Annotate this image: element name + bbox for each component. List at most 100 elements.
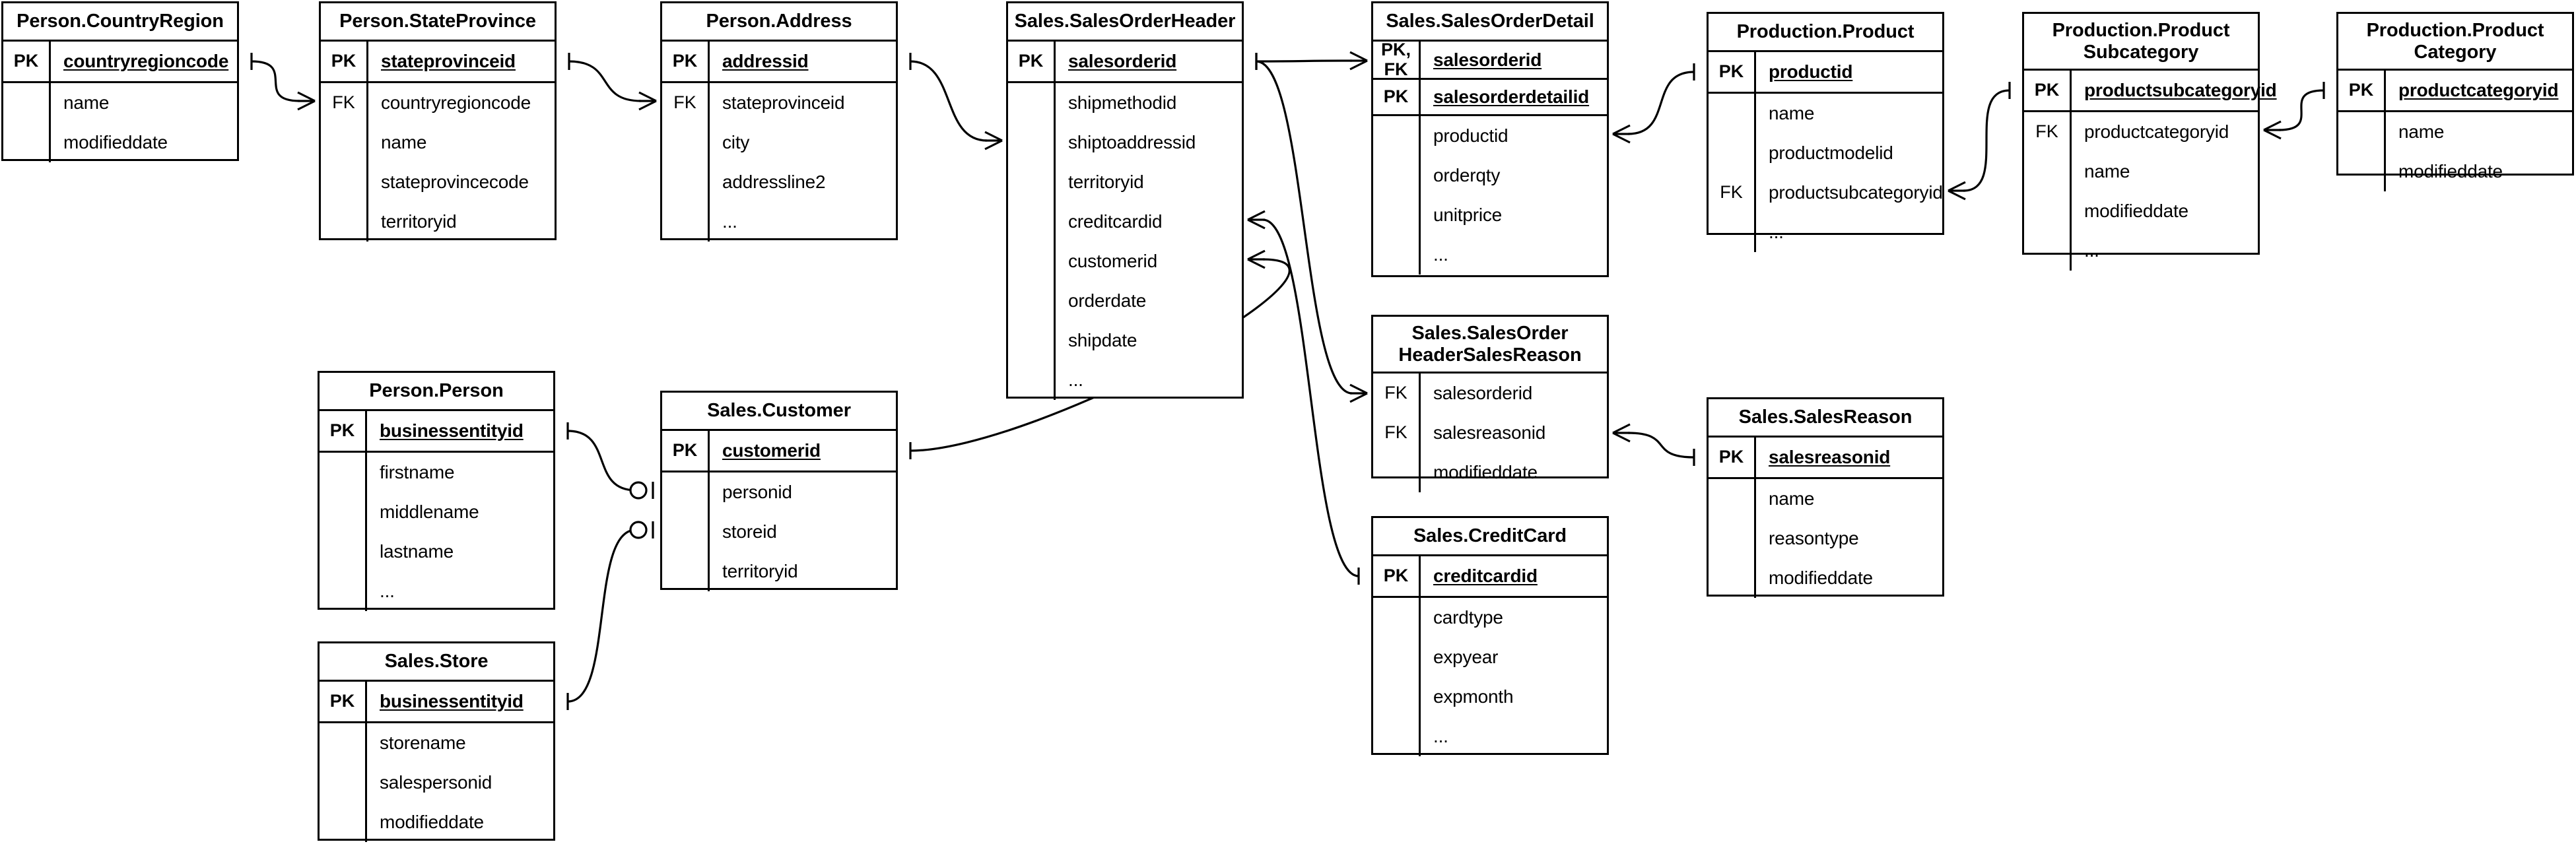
entity-attribute-row: name (1709, 94, 1942, 133)
key-label (1373, 156, 1421, 195)
key-label: PK (320, 682, 367, 721)
entity-attribute-row: modifieddate (2024, 191, 2258, 231)
key-label (320, 571, 367, 611)
key-label: PK (1709, 52, 1756, 92)
cardinality-many-crowsfoot (1948, 181, 1966, 201)
key-label (2024, 152, 2072, 191)
key-label (3, 83, 51, 123)
key-label (1373, 116, 1421, 156)
entity-attribute-row: ... (662, 202, 896, 242)
attribute-name: ... (1068, 370, 1083, 390)
entity-attribute-row: expmonth (1373, 677, 1607, 717)
key-label (1709, 558, 1756, 598)
attribute-name: cardtype (1433, 607, 1503, 628)
key-label: FK (1709, 173, 1756, 212)
entity-title: Person.Address (662, 3, 896, 42)
key-label (1709, 133, 1756, 173)
attribute-name: storeid (722, 521, 777, 542)
cardinality-many-crowsfoot (297, 91, 316, 111)
cardinality-many-crowsfoot (1349, 383, 1368, 403)
entity-attribute-row: stateprovincecode (321, 162, 555, 202)
key-label: PK (1373, 556, 1421, 596)
attribute-name: customerid (722, 440, 821, 461)
attribute-name: shipmethodid (1068, 92, 1177, 113)
entity-pk-row: PK businessentityid (320, 682, 553, 721)
key-label: PK (321, 42, 368, 81)
key-label (320, 492, 367, 532)
entity-attribute-row: shipdate (1008, 321, 1242, 360)
entity-title: Person.Person (320, 373, 553, 411)
entity-title: Production.Product (1709, 14, 1942, 52)
entity-attribute-row: personid (662, 472, 896, 512)
attribute-name: ... (2084, 240, 2099, 261)
entity-title: Sales.Store (320, 643, 553, 682)
attribute-name: expmonth (1433, 686, 1514, 707)
entity-title: Sales.Customer (662, 393, 896, 431)
entity-title: Person.StateProvince (321, 3, 555, 42)
key-label (320, 723, 367, 763)
attribute-name: productid (1769, 61, 1853, 82)
attribute-name: personid (722, 482, 792, 502)
key-label: PK (320, 411, 367, 451)
entity-attribute-row: territoryid (321, 202, 555, 242)
entity-attribute-row: middlename (320, 492, 553, 532)
key-label (320, 763, 367, 802)
attribute-name: storename (380, 732, 466, 753)
entity-attribute-row: firstname (320, 453, 553, 492)
cardinality-many-crowsfoot (1247, 210, 1266, 230)
entity-attribute-row: addressline2 (662, 162, 896, 202)
key-label (321, 123, 368, 162)
entity-attribute-row: orderqty (1373, 156, 1607, 195)
key-label (321, 202, 368, 242)
attribute-name: salespersonid (380, 772, 492, 793)
key-label (320, 802, 367, 842)
entity-attribute-row: territoryid (662, 552, 896, 591)
entity-attribute-row: modifieddate (1373, 453, 1607, 492)
entity-attribute-row: ... (1709, 212, 1942, 252)
relationship-line (1262, 218, 1359, 577)
attribute-name: name (381, 132, 427, 152)
key-label (662, 552, 710, 591)
attribute-name: businessentityid (380, 691, 524, 711)
key-label (1373, 453, 1421, 492)
cardinality-many-crowsfoot (984, 131, 1003, 150)
key-label (2338, 152, 2386, 191)
attribute-name: modifieddate (1433, 462, 1538, 482)
key-label (662, 123, 710, 162)
attribute-name: name (2084, 161, 2130, 181)
relationship-line (2278, 89, 2324, 131)
attribute-name: shipdate (1068, 330, 1137, 350)
key-label (1373, 598, 1421, 637)
attribute-name: reasontype (1769, 528, 1859, 548)
attribute-name: shiptoaddressid (1068, 132, 1196, 152)
